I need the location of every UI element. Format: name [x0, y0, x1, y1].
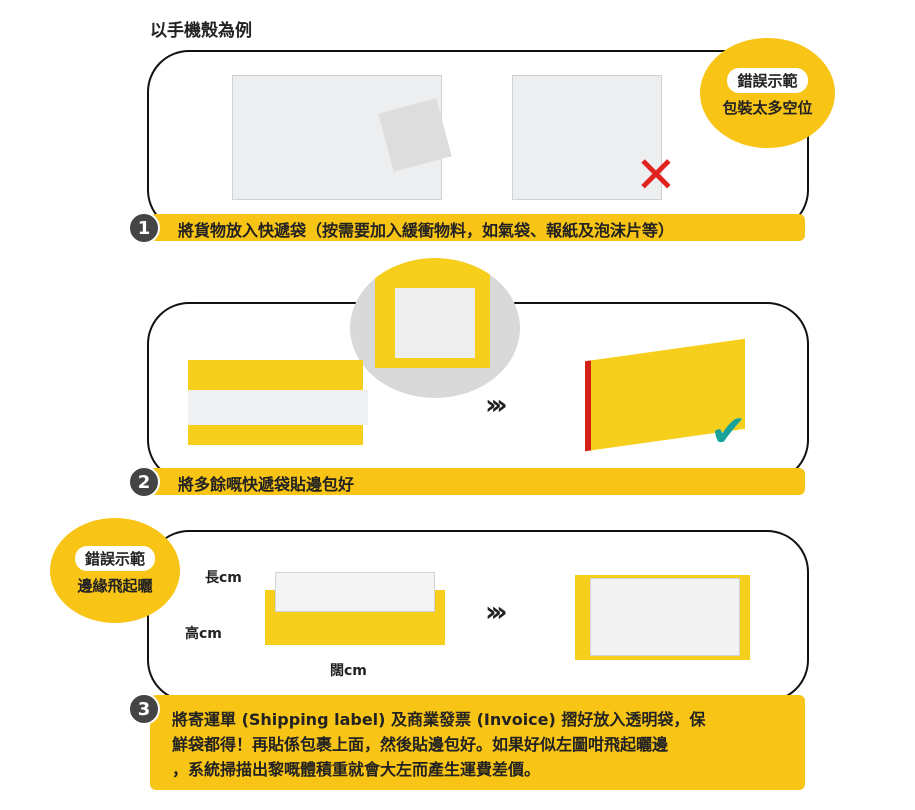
step1-text: 將貨物放入快遞袋（按需要加入緩衝物料，如氣袋、報紙及泡沫片等） — [178, 221, 675, 240]
error-bubble-edges-lifted: 錯誤示範 邊緣飛起曬 — [50, 518, 180, 623]
step2-banner: 將多餘嘅快遞袋貼邊包好 — [150, 468, 805, 495]
error-bubble-too-much-space: 錯誤示範 包裝太多空位 — [700, 38, 835, 148]
length-label: 長cm — [205, 570, 242, 586]
shipping-label-image — [590, 578, 740, 656]
folding-bag-white-flap — [188, 390, 368, 425]
step2-number: 2 — [128, 466, 160, 498]
sealed-bag-image — [512, 75, 662, 200]
step3-line3: ，系統掃描出黎嘅體積重就會大左而產生運費差價。 — [172, 760, 541, 779]
step3-line2: 鮮袋都得！再貼係包裹上面，然後貼邊包好。如果好似左圖咁飛起曬邊 — [172, 735, 669, 754]
height-label: 高cm — [185, 626, 222, 642]
step3-number: 3 — [128, 693, 160, 725]
step1-number: 1 — [128, 212, 160, 244]
error-label: 錯誤示範 — [727, 68, 808, 93]
width-label: 闊cm — [330, 663, 367, 679]
shipping-label-image — [275, 572, 435, 612]
correct-check-icon: ✔ — [710, 406, 747, 457]
error-text: 包裝太多空位 — [722, 99, 813, 117]
wrong-x-icon: ✕ — [635, 146, 677, 204]
step3-line1: 將寄運單 (Shipping label) 及商業發票 (Invoice) 摺好… — [172, 710, 706, 729]
fold-detail-circle-image — [350, 258, 520, 398]
arrow-icon: ››› — [485, 595, 507, 628]
error-label: 錯誤示範 — [74, 545, 155, 571]
step3-banner: 將寄運單 (Shipping label) 及商業發票 (Invoice) 摺好… — [150, 695, 805, 790]
step1-banner: 將貨物放入快遞袋（按需要加入緩衝物料，如氣袋、報紙及泡沫片等） — [150, 214, 805, 241]
error-text: 邊緣飛起曬 — [77, 576, 153, 595]
page-title: 以手機殼為例 — [150, 21, 252, 41]
step2-text: 將多餘嘅快遞袋貼邊包好 — [178, 475, 355, 494]
arrow-icon: ››› — [485, 388, 507, 421]
